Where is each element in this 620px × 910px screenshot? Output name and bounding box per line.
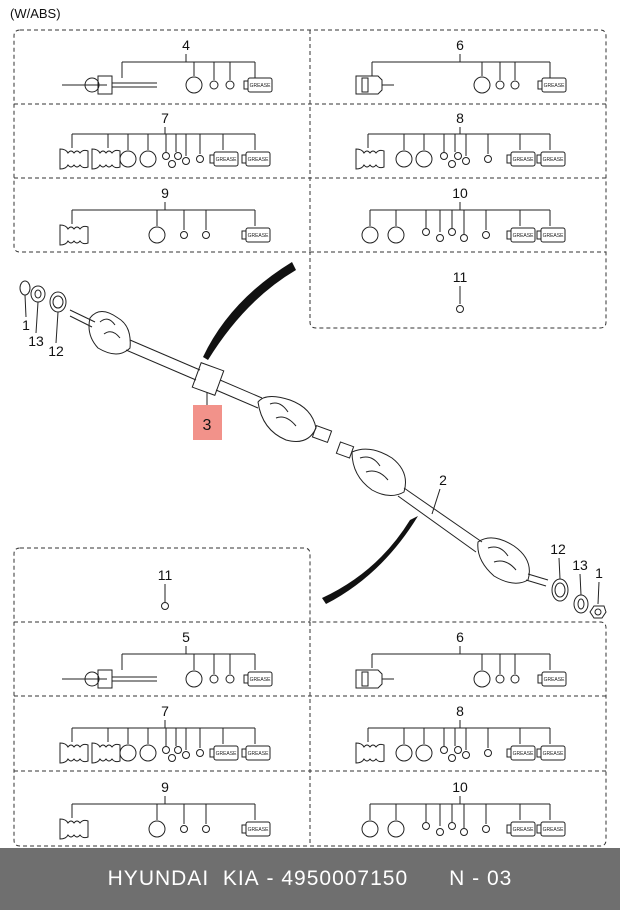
- footer-part-number: 4950007150: [281, 867, 409, 890]
- callout-right-13: 13: [572, 557, 588, 573]
- kit-number-label: 8: [456, 110, 464, 126]
- grease-label: GREASE: [544, 677, 566, 683]
- callout-left-13: 13: [28, 333, 44, 349]
- footer-make: KIA: [222, 867, 260, 890]
- kit-number-label: 6: [456, 37, 464, 53]
- grease-label: GREASE: [543, 751, 565, 757]
- footer-ref-code: N - 03: [449, 867, 513, 890]
- kit-panel-11-lower: 11: [158, 567, 173, 610]
- kit-number-label: 8: [456, 703, 464, 719]
- kit-panel-7-lower: 7 GREASE GREASE: [59, 703, 271, 764]
- kit-number-label: 7: [161, 703, 169, 719]
- part-number-footer: HYUNDAI KIA - 4950007150 N - 03: [0, 848, 620, 910]
- lower-kit-panels: 11 5 GREASE 6: [13, 547, 607, 847]
- kit-number-label: 11: [158, 567, 173, 583]
- kit-panel-4: 4 GREASE: [61, 37, 273, 95]
- grease-label: GREASE: [544, 83, 566, 89]
- grease-label: GREASE: [513, 233, 535, 239]
- kit-number-label: 6: [456, 629, 464, 645]
- kit-number-label: 9: [161, 779, 169, 795]
- grease-label: GREASE: [248, 827, 270, 833]
- kit-panel-8-lower: 8 GREASE GREASE: [355, 703, 566, 764]
- kit-number-label: 4: [182, 37, 190, 53]
- grease-label: GREASE: [543, 827, 565, 833]
- grease-label: GREASE: [513, 827, 535, 833]
- kit-number-label: 10: [452, 779, 468, 795]
- grease-label: GREASE: [248, 157, 270, 163]
- kit-panel-9-lower: 9 GREASE: [59, 779, 271, 840]
- grease-label: GREASE: [543, 233, 565, 239]
- kit-panel-10: 10 GREASE GREASE: [361, 185, 566, 244]
- grease-label: GREASE: [513, 157, 535, 163]
- kit-panel-8: 8 GREASE GREASE: [355, 110, 566, 170]
- kit-panel-7: 7 GREASE GREASE: [59, 110, 271, 170]
- grease-label: GREASE: [250, 83, 272, 89]
- kit-panel-6-lower: 6 GREASE: [355, 629, 567, 689]
- footer-brand: HYUNDAI: [107, 867, 210, 890]
- grease-label: GREASE: [250, 677, 272, 683]
- callout-right-1: 1: [595, 565, 603, 581]
- callout-right-12: 12: [550, 541, 566, 557]
- grease-label: GREASE: [248, 233, 270, 239]
- grease-label: GREASE: [248, 751, 270, 757]
- kit-panel-5: 5 GREASE: [61, 629, 273, 689]
- kit-number-label: 11: [453, 269, 468, 285]
- grease-label: GREASE: [216, 751, 238, 757]
- kit-panel-10-lower: 10 GREASE GREASE: [361, 779, 566, 838]
- grease-label: GREASE: [513, 751, 535, 757]
- kit-panel-11: 11: [453, 269, 468, 313]
- highlight-callout-3: [193, 405, 222, 440]
- grease-label: GREASE: [543, 157, 565, 163]
- callout-shaft-2: 2: [439, 472, 447, 488]
- upper-kit-panels: 4 GREASE 6 GREASE: [13, 29, 607, 329]
- kit-panel-6: 6 GREASE: [355, 37, 567, 95]
- callout-left-12: 12: [48, 343, 64, 359]
- kit-panel-9: 9 GREASE: [59, 185, 271, 246]
- kit-number-label: 10: [452, 185, 468, 201]
- grease-label: GREASE: [216, 157, 238, 163]
- axle-assembly: 1 13 12 3 2 12 13 1: [19, 262, 607, 619]
- variant-note: (W/ABS): [10, 6, 61, 21]
- kit-number-label: 7: [161, 110, 169, 126]
- kit-number-label: 9: [161, 185, 169, 201]
- kit-number-label: 5: [182, 629, 190, 645]
- callout-shaft-3: 3: [203, 417, 212, 434]
- callout-left-1: 1: [22, 317, 30, 333]
